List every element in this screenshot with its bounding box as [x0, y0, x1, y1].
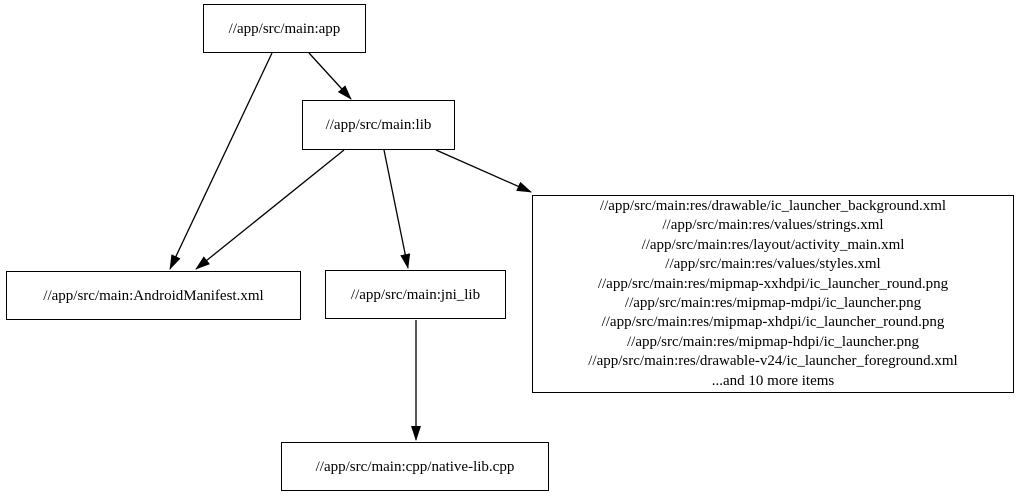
- resource-item: //app/src/main:res/values/styles.xml: [665, 256, 881, 273]
- node-jni-lib-label: //app/src/main:jni_lib: [350, 286, 481, 303]
- node-lib-label: //app/src/main:lib: [325, 117, 432, 133]
- resource-item: //app/src/main:res/mipmap-xhdpi/ic_launc…: [601, 314, 945, 331]
- edge-app-to-manifest: [169, 52, 273, 270]
- resource-item: //app/src/main:res/mipmap-xxhdpi/ic_laun…: [597, 275, 949, 292]
- resource-item: //app/src/main:res/drawable/ic_launcher_…: [599, 197, 947, 214]
- node-native-lib-cpp: //app/src/main:cpp/native-lib.cpp: [281, 442, 549, 491]
- node-jni-lib: //app/src/main:jni_lib: [325, 270, 506, 319]
- resource-item: //app/src/main:res/values/strings.xml: [662, 217, 884, 234]
- node-android-manifest-label: //app/src/main:AndroidManifest.xml: [43, 287, 264, 304]
- edge-app-to-lib: [308, 52, 352, 100]
- edge-lib-to-jni-lib: [383, 149, 411, 269]
- node-native-lib-cpp-label: //app/src/main:cpp/native-lib.cpp: [315, 458, 515, 475]
- resource-item: //app/src/main:res/mipmap-mdpi/ic_launch…: [624, 295, 922, 311]
- node-app-label: //app/src/main:app: [228, 20, 341, 37]
- resource-item: //app/src/main:res/layout/activity_main.…: [641, 236, 905, 253]
- edge-lib-to-manifest: [195, 149, 345, 270]
- node-resources-group: //app/src/main:res/drawable/ic_launcher_…: [532, 195, 1014, 393]
- resource-item: //app/src/main:res/drawable-v24/ic_launc…: [588, 353, 958, 370]
- node-android-manifest: //app/src/main:AndroidManifest.xml: [6, 271, 301, 320]
- node-app: //app/src/main:app: [203, 4, 366, 53]
- resource-item-more: ...and 10 more items: [711, 372, 835, 389]
- node-lib: //app/src/main:lib: [302, 100, 455, 150]
- resource-item: //app/src/main:res/mipmap-hdpi/ic_launch…: [626, 333, 919, 350]
- edge-lib-to-resources: [435, 149, 532, 193]
